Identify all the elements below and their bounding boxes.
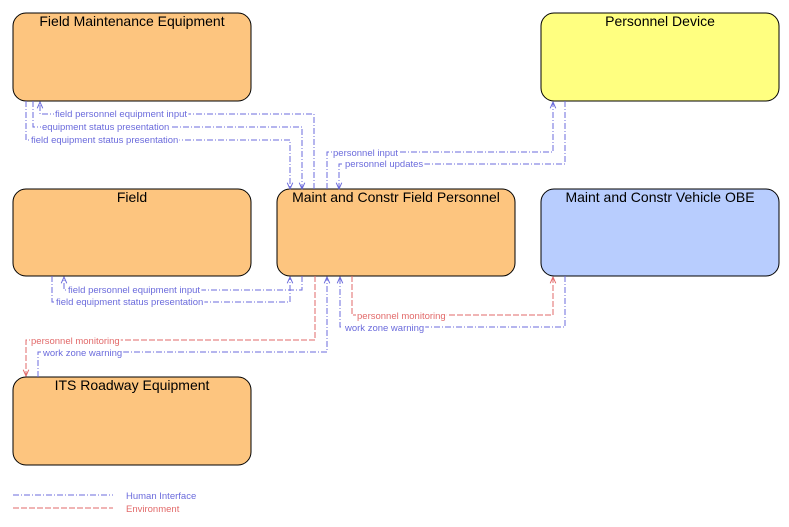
flow-label: field personnel equipment input bbox=[68, 285, 200, 296]
flow-line bbox=[26, 276, 316, 376]
flow-line bbox=[326, 102, 553, 189]
flow-label: field personnel equipment input bbox=[55, 109, 187, 120]
flow-pd-personnel-updates: personnel updates bbox=[339, 101, 566, 189]
flow-fme-field-status-presentation: field equipment status presentation bbox=[25, 101, 290, 189]
flow-label-backing bbox=[332, 148, 400, 159]
flow-label-backing bbox=[30, 336, 121, 347]
flow-field-status-presentation: field equipment status presentation bbox=[51, 276, 290, 308]
flow-label-backing bbox=[343, 323, 426, 334]
flow-obe-personnel-monitoring: personnel monitoring bbox=[351, 276, 553, 322]
flow-pd-personnel-input: personnel input bbox=[326, 102, 553, 189]
flow-line bbox=[340, 276, 566, 328]
node-box bbox=[540, 12, 780, 102]
flow-field-equipment-input: field personnel equipment input bbox=[64, 276, 303, 296]
flow-label: equipment status presentation bbox=[42, 122, 169, 133]
flow-label-backing bbox=[41, 122, 171, 133]
flow-label-backing bbox=[344, 159, 425, 170]
flow-label: personnel monitoring bbox=[357, 311, 446, 322]
flow-its-work-zone-warning: work zone warning bbox=[37, 277, 327, 377]
flow-label: personnel updates bbox=[345, 159, 423, 170]
legend-human-interface-label: Human Interface bbox=[126, 491, 196, 502]
flow-line bbox=[351, 276, 553, 316]
node-its-roadway-equipment[interactable]: ITS Roadway Equipment bbox=[12, 376, 252, 466]
node-field[interactable]: Field bbox=[12, 188, 252, 277]
flow-label: personnel monitoring bbox=[31, 336, 120, 347]
flow-label-backing bbox=[55, 297, 205, 308]
node-personnel-device[interactable]: Personnel Device bbox=[540, 12, 780, 102]
flow-label: personnel input bbox=[333, 148, 398, 159]
node-label: Field bbox=[117, 189, 147, 205]
flow-label: work zone warning bbox=[42, 348, 122, 359]
flow-its-personnel-monitoring: personnel monitoring bbox=[26, 276, 316, 376]
flow-label-backing bbox=[67, 285, 202, 296]
flow-label-backing bbox=[356, 311, 447, 322]
node-label: Field Maintenance Equipment bbox=[39, 13, 224, 29]
node-box bbox=[12, 188, 252, 277]
flow-line bbox=[339, 101, 566, 189]
node-label: Personnel Device bbox=[605, 13, 715, 29]
node-label: Maint and Constr Vehicle OBE bbox=[565, 189, 754, 205]
legend-environment-label: Environment bbox=[126, 504, 180, 515]
flow-fme-status-presentation: equipment status presentation bbox=[32, 101, 302, 189]
node-box bbox=[12, 376, 252, 466]
flow-label: field equipment status presentation bbox=[31, 135, 178, 146]
flow-line bbox=[37, 277, 327, 377]
node-label: Maint and Constr Field Personnel bbox=[292, 189, 500, 205]
legend: Human Interface Environment bbox=[13, 491, 196, 515]
flow-label-backing bbox=[41, 348, 124, 359]
node-label: ITS Roadway Equipment bbox=[55, 377, 210, 393]
node-maint-constr-field-personnel[interactable]: Maint and Constr Field Personnel bbox=[276, 188, 516, 277]
flow-label-backing bbox=[30, 135, 180, 146]
node-field-maintenance-equipment[interactable]: Field Maintenance Equipment bbox=[12, 12, 252, 102]
node-box bbox=[12, 12, 252, 102]
node-box bbox=[540, 188, 780, 277]
node-maint-constr-vehicle-obe[interactable]: Maint and Constr Vehicle OBE bbox=[540, 188, 780, 277]
flow-line bbox=[32, 101, 302, 189]
flow-obe-work-zone-warning: work zone warning bbox=[340, 276, 566, 334]
flow-fme-equipment-input: field personnel equipment input bbox=[40, 102, 315, 189]
flow-label: work zone warning bbox=[344, 323, 424, 334]
node-box bbox=[276, 188, 516, 277]
flow-label: field equipment status presentation bbox=[56, 297, 203, 308]
flow-label-backing bbox=[54, 109, 189, 120]
